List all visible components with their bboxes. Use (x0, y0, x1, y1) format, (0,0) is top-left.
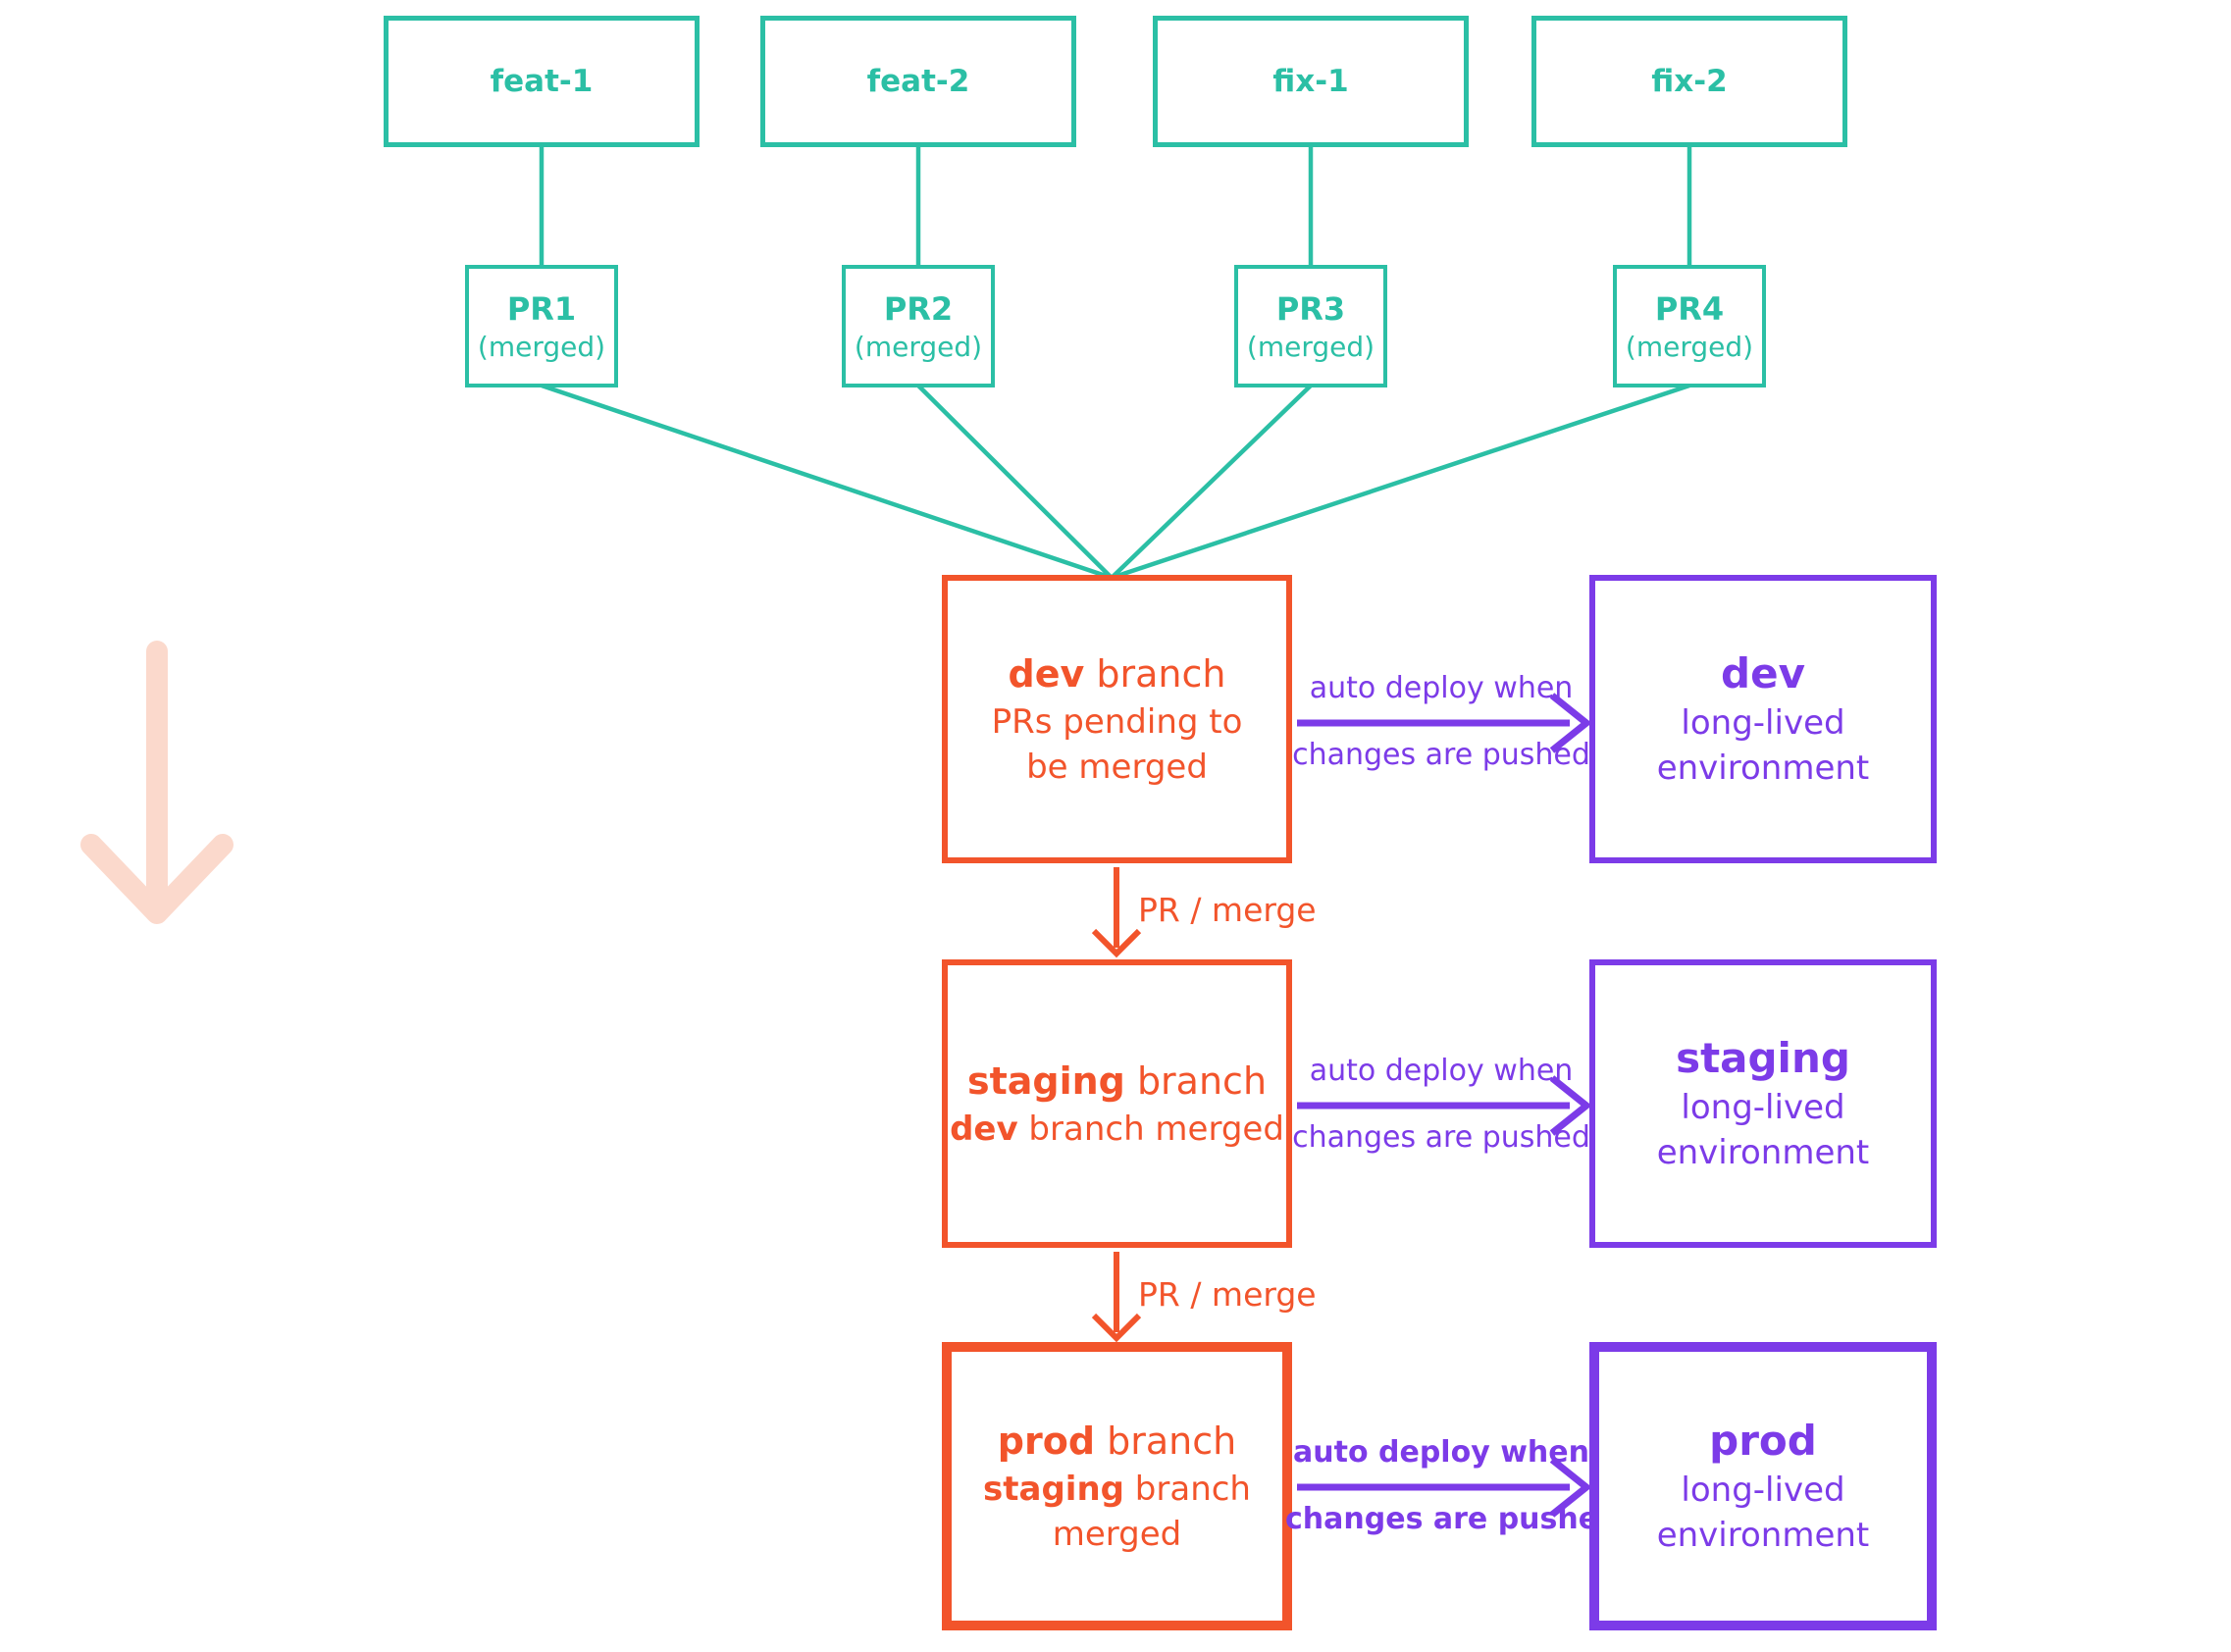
staging-deploy-arrow-head (1549, 1075, 1592, 1136)
branch-description-line: PRs pending to (991, 702, 1243, 742)
branch-title-rest: branch (1124, 1059, 1268, 1103)
prod-branch-box: prod branch staging branch merged (942, 1342, 1292, 1630)
branch-title: prod branch (998, 1416, 1236, 1467)
pr4-to-dev-line (1111, 383, 1690, 581)
environment-description-line: environment (1656, 749, 1870, 788)
environment-description-line: environment (1656, 1133, 1870, 1172)
dev-deploy-arrow-head (1549, 693, 1592, 753)
branch-description-line: merged (1052, 1515, 1182, 1554)
feature-branch-box-fix-2: fix-2 (1531, 16, 1847, 147)
deploy-label-line1: auto deploy when (1309, 1054, 1574, 1088)
deploy-label-line1: auto deploy when (1309, 671, 1574, 705)
merge-label-staging-to-prod: PR / merge (1138, 1275, 1317, 1314)
deploy-label-line2: changes are pushed (1292, 738, 1590, 772)
feature-branch-box-feat-2: feat-2 (760, 16, 1076, 147)
feature-branch-label: feat-1 (490, 64, 594, 99)
staging-to-prod-arrow-head (1091, 1313, 1142, 1343)
environment-name: dev (1721, 649, 1805, 697)
pr-status: (merged) (1625, 330, 1754, 363)
pr-status: (merged) (854, 330, 983, 363)
branch-description-line: be merged (1026, 748, 1208, 787)
dev-environment-box: dev long-lived environment (1589, 575, 1937, 863)
branch-title-rest: branch (1095, 1420, 1237, 1463)
merge-label-dev-to-staging: PR / merge (1138, 891, 1317, 929)
deploy-label-line1: auto deploy when (1293, 1435, 1589, 1470)
pr-box-pr1: PR1 (merged) (465, 265, 618, 387)
deploy-label-line2: changes are pushed (1285, 1502, 1620, 1536)
dev-to-staging-arrow-head (1091, 928, 1142, 958)
environment-description-line: long-lived (1681, 703, 1845, 743)
environment-description-line: environment (1656, 1516, 1870, 1555)
pr-box-pr3: PR3 (merged) (1234, 265, 1387, 387)
prod-environment-box: prod long-lived environment (1589, 1342, 1937, 1630)
branch-title: staging branch (967, 1056, 1267, 1107)
environment-description-line: long-lived (1681, 1471, 1845, 1510)
dev-branch-box: dev branch PRs pending to be merged (942, 575, 1292, 863)
staging-environment-box: staging long-lived environment (1589, 959, 1937, 1248)
pr-status: (merged) (1246, 330, 1375, 363)
staging-branch-box: staging branch dev branch merged (942, 959, 1292, 1248)
branch-description-line: dev branch merged (950, 1110, 1284, 1149)
pr2-to-dev-line (916, 384, 1114, 580)
feature-branch-box-fix-1: fix-1 (1153, 16, 1469, 147)
branch-name: dev (1008, 652, 1085, 696)
environment-name: staging (1676, 1034, 1850, 1082)
branch-name: staging (966, 1059, 1125, 1103)
branch-title: dev branch (1009, 648, 1226, 699)
environment-description-line: long-lived (1681, 1088, 1845, 1127)
branch-title-rest: branch (1084, 652, 1226, 696)
prod-deploy-arrow-head (1549, 1457, 1592, 1518)
environment-name: prod (1709, 1417, 1817, 1465)
feature-branch-label: feat-2 (866, 64, 970, 99)
feature-branch-box-feat-1: feat-1 (384, 16, 700, 147)
pr-label: PR4 (1654, 289, 1725, 328)
feature-branch-label: fix-1 (1272, 64, 1349, 99)
branch-name: prod (997, 1420, 1096, 1463)
pr1-to-dev-line (541, 383, 1113, 581)
branch-description-line: staging branch (983, 1470, 1251, 1509)
pr-label: PR2 (883, 289, 954, 328)
flow-direction-arrow-head (80, 834, 233, 924)
pr3-to-dev-line (1110, 384, 1313, 580)
pr-label: PR3 (1275, 289, 1346, 328)
pr-box-pr2: PR2 (merged) (842, 265, 995, 387)
feature-branch-label: fix-2 (1651, 64, 1728, 99)
deploy-label-line2: changes are pushed (1292, 1120, 1590, 1155)
pr-label: PR1 (506, 289, 577, 328)
pr-status: (merged) (477, 330, 606, 363)
pr-box-pr4: PR4 (merged) (1613, 265, 1766, 387)
